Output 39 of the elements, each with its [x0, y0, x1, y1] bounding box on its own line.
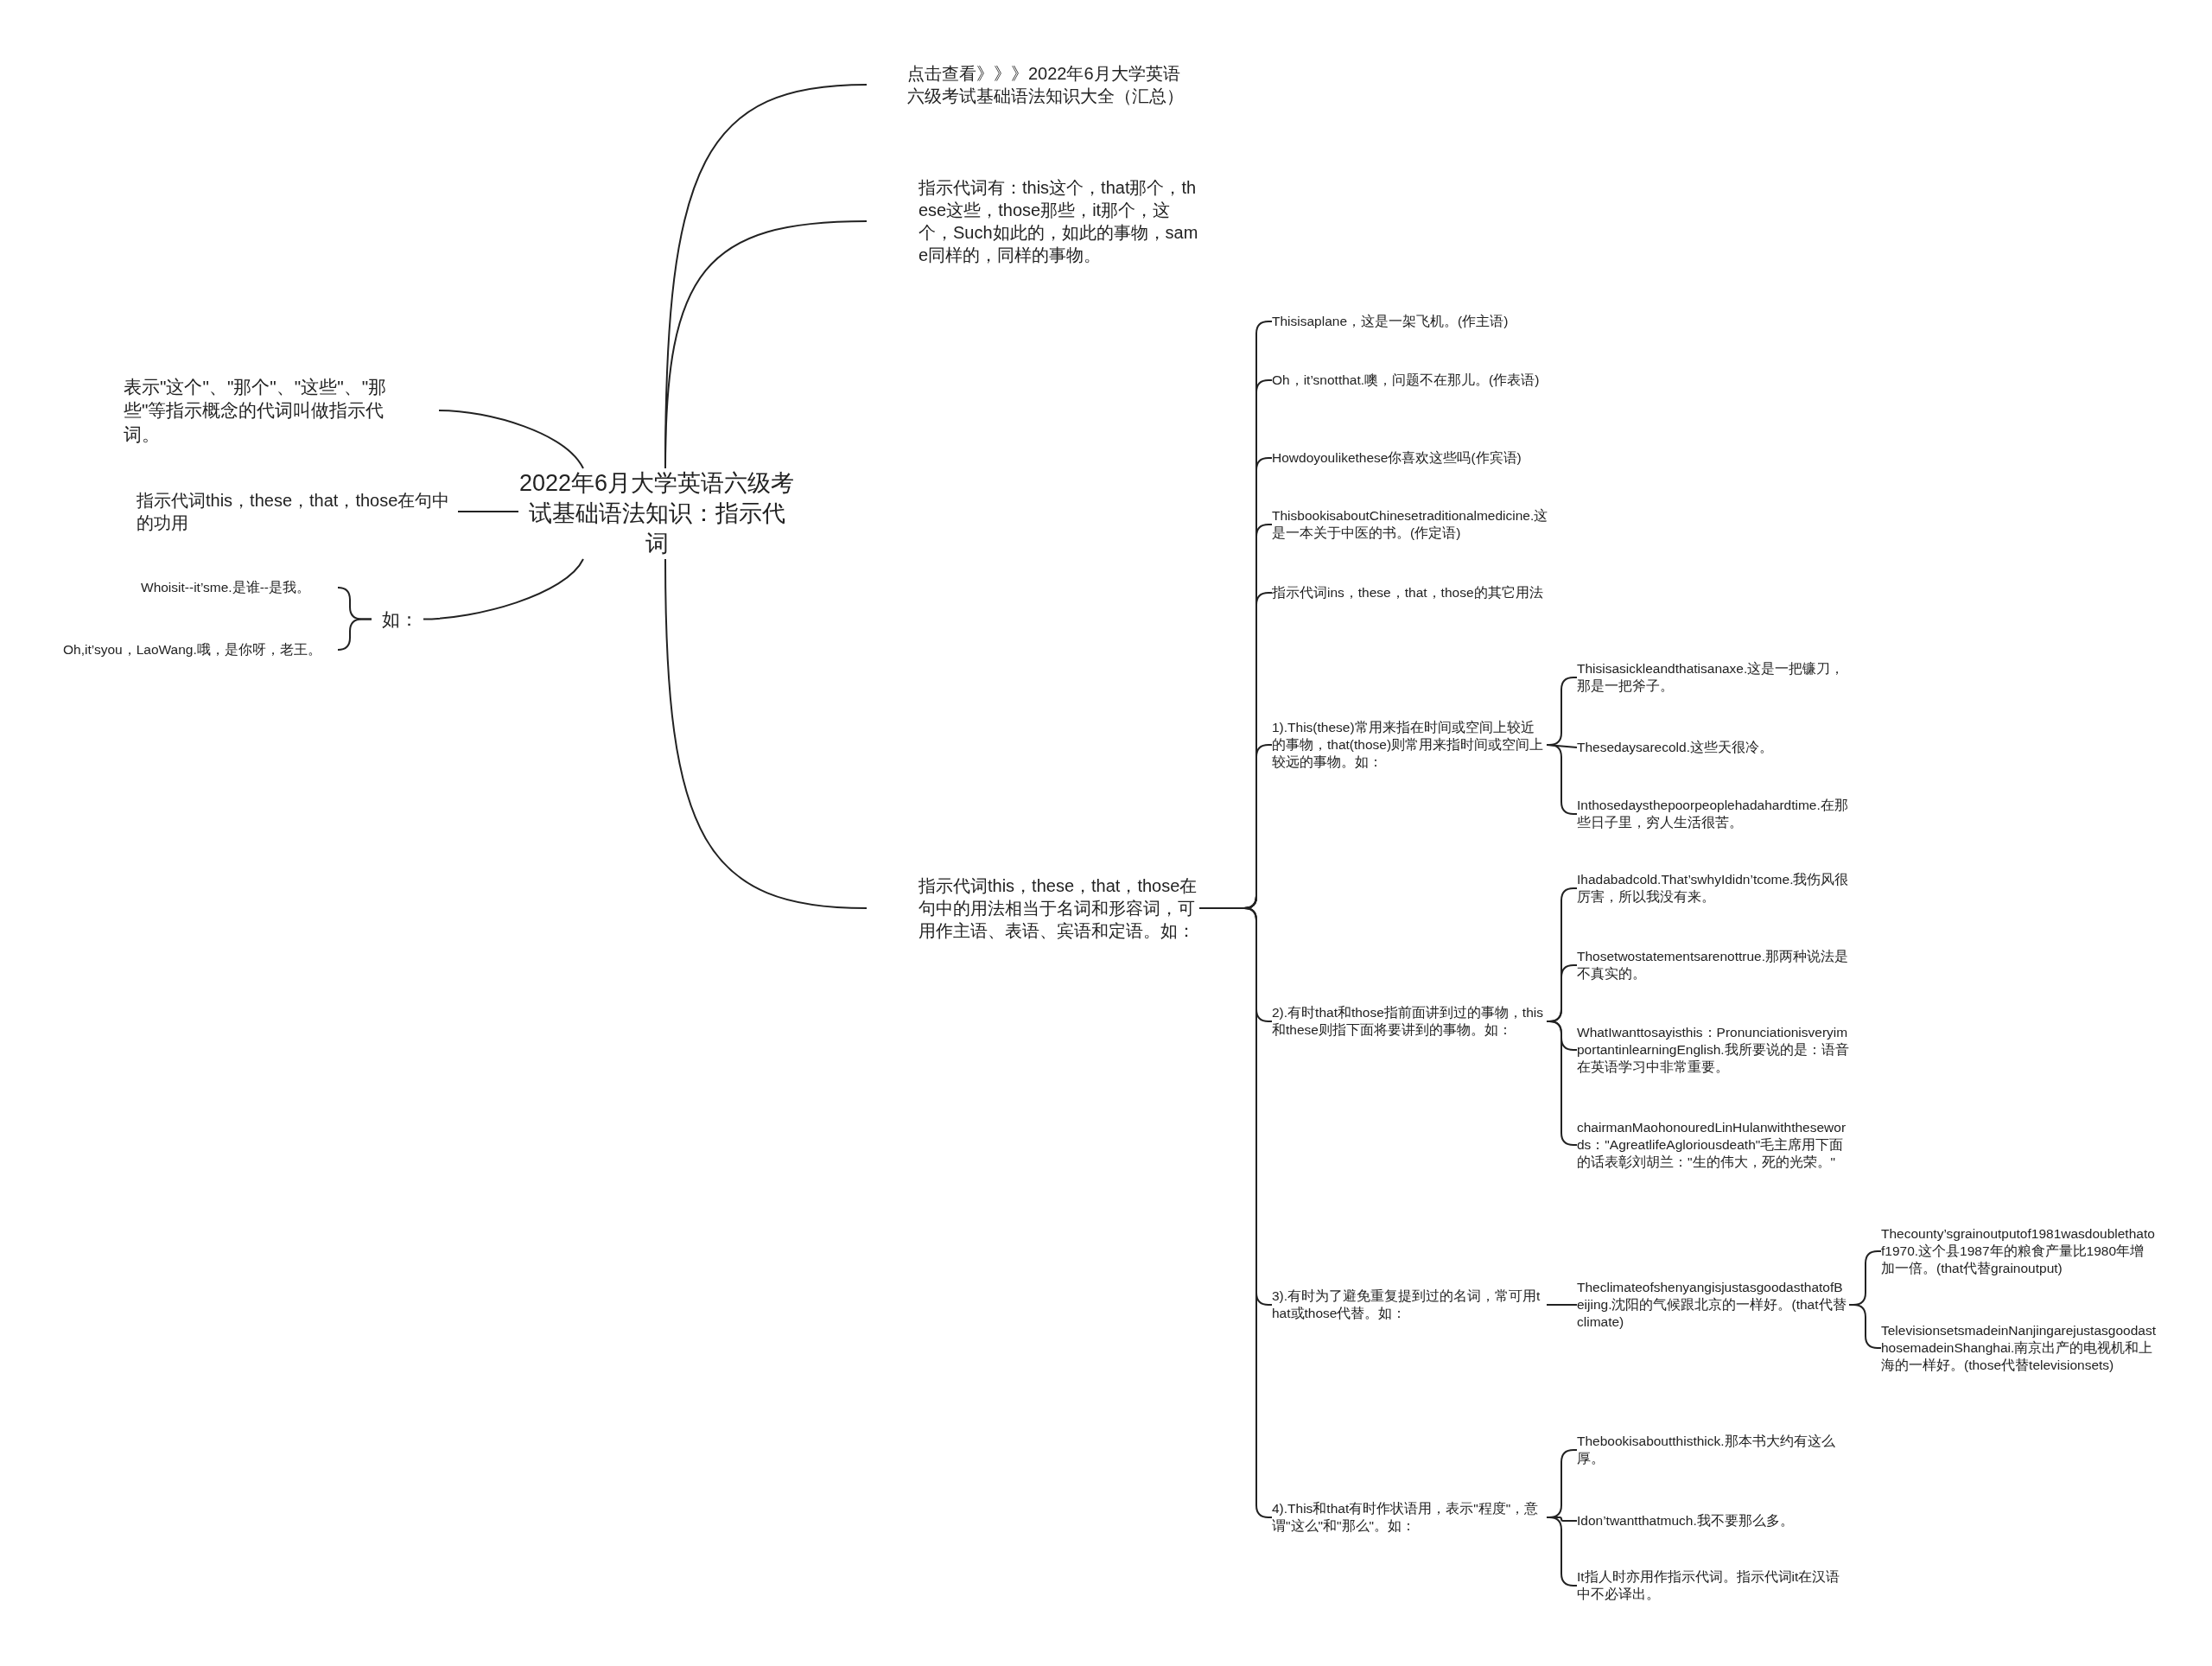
topic-text: 指示代词ins，these，that，those的其它用法: [1272, 584, 1544, 601]
topic-text: 指示代词有：this这个，that那个，these这些，those那些，it那个，这个，Such如此的，如此的事物，same同样的，同样的事物。: [918, 177, 1199, 266]
topic-text: 3).有时为了避免重复提到过的名词，常可用that或those代替。如：: [1272, 1288, 1541, 1323]
branch-line: [1848, 1304, 1882, 1349]
topic-text: 点击查看》》》2022年6月大学英语六级考试基础语法知识大全（汇总）: [907, 63, 1185, 107]
branch-line: [457, 511, 519, 512]
topic-text: Oh,it’syou，LaoWang.哦，是你呀，老王。: [63, 641, 322, 658]
topic-text: Idon’twantthatmuch.我不要那么多。: [1577, 1512, 1795, 1529]
topic-text: Oh，it’snotthat.噢，问题不在那儿。(作表语): [1272, 372, 1541, 389]
topic-text: Inthosedaysthepoorpeoplehadahardtime.在那些日子里，穷人生活很苦。: [1577, 797, 1849, 832]
branch-line: [423, 558, 584, 620]
topic-text: Thecounty’sgrainoutputof1981wasdoublethatof1970.这个县1987年的粮食产量比1980年增加一倍。(that代替grainoutput): [1881, 1225, 2156, 1278]
topic-text: 1).This(these)常用来指在时间或空间上较近的事物，that(those)则常用来指时间或空间上较远的事物。如：: [1272, 719, 1545, 772]
topic-text: 指示代词this，these，that，those在句中的功用: [137, 490, 451, 534]
topic-text: Howdoyoulikethese你喜欢这些吗(作宾语): [1272, 449, 1522, 467]
topic-text: Thesedaysarecold.这些天很冷。: [1577, 739, 1774, 756]
topic-text: WhatIwanttosayisthis：PronunciationisveryimportantinlearningEnglish.我所要说的是：语音在英语学习中非常重要。: [1577, 1024, 1849, 1077]
topic-text: TheclimateofshenyangisjustasgoodasthatofBeijing.沈阳的气候跟北京的一样好。(that代替climate): [1577, 1279, 1847, 1332]
topic-text: TelevisionsetsmadeinNanjingarejustasgoodasthosemadeinShanghai.南京出产的电视机和上海的一样好。(those代替televisionsets): [1881, 1322, 2157, 1375]
branch-line: [337, 618, 372, 651]
branch-line: [664, 220, 868, 469]
branch-line: [664, 558, 868, 909]
topic-text: 如：: [382, 608, 419, 631]
topic-text: ThisbookisaboutChinesetraditionalmedicine.这是一本关于中医的书。(作定语): [1272, 507, 1548, 543]
topic-text: 4).This和that有时作状语用，表示"程度"，意谓"这么"和"那么"。如：: [1272, 1500, 1540, 1536]
topic-text: chairmanMaohonouredLinHulanwiththesewords："AgreatlifeAgloriousdeath"毛主席用下面的话表彰刘胡兰："生的伟大，死的光荣。": [1577, 1119, 1847, 1172]
branch-line: [438, 410, 584, 469]
topic-text: 2).有时that和those指前面讲到过的事物，this和these则指下面将要讲到的事物。如：: [1272, 1004, 1544, 1040]
topic-text: 表示"这个"、"那个"、"这些"、"那些"等指示概念的代词叫做指示代词。: [124, 376, 388, 446]
branch-line: [1546, 1304, 1578, 1306]
topic-text: It指人时亦用作指示代词。指示代词it在汉语中不必译出。: [1577, 1568, 1841, 1604]
topic-text: Ihadabadcold.That’swhyIdidn’tcome.我伤风很厉害，所以我没有来。: [1577, 871, 1849, 906]
topic-text: Thisisasickleandthatisanaxe.这是一把镰刀，那是一把斧子。: [1577, 660, 1846, 696]
topic-text: Whoisit--it’sme.是谁--是我。: [141, 579, 311, 596]
topic-text: Thisisaplane，这是一架飞机。(作主语): [1272, 313, 1510, 330]
topic-text: Thebookisaboutthisthick.那本书大约有这么厚。: [1577, 1433, 1836, 1468]
topic-text: 指示代词this，these，that，those在句中的用法相当于名词和形容词，可用作主语、表语、宾语和定语。如：: [918, 875, 1198, 942]
topic-text: Thosetwostatementsarenottrue.那两种说法是不真实的。: [1577, 948, 1849, 983]
central-topic: 2022年6月大学英语六级考试基础语法知识：指示代词: [518, 469, 795, 559]
